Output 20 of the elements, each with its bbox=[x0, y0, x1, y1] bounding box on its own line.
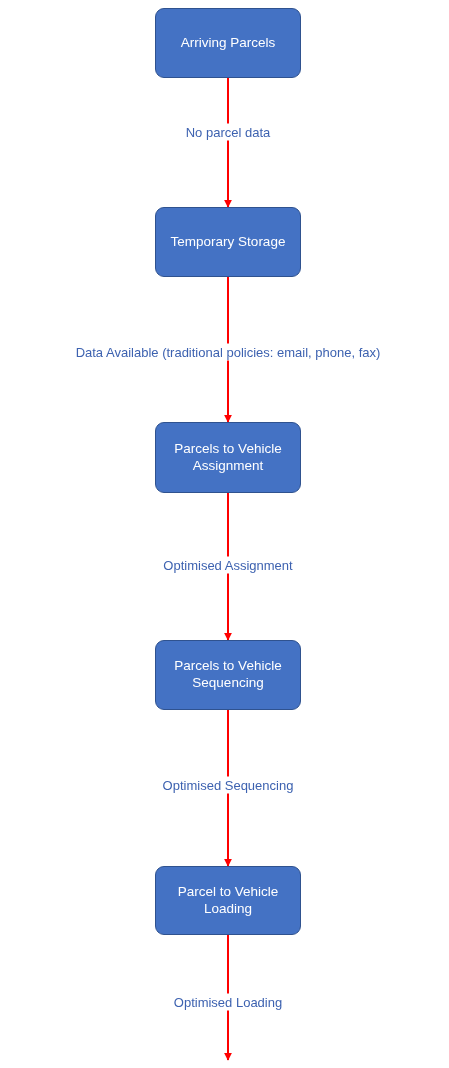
box-text: Parcels to Vehicle Assignment bbox=[173, 440, 283, 475]
box-text: Parcel to Vehicle Loading bbox=[176, 883, 280, 918]
box-text: Parcels to Vehicle Sequencing bbox=[173, 658, 283, 692]
edge-label: Optimised Sequencing bbox=[160, 776, 296, 794]
arrow bbox=[224, 709, 232, 867]
edge-label: Optimised Loading bbox=[171, 993, 285, 1011]
process-box bbox=[155, 207, 301, 277]
arrow bbox=[224, 77, 232, 208]
arrow bbox=[224, 934, 232, 1061]
edge-label: Optimised Assignment bbox=[161, 556, 295, 574]
arrow bbox=[224, 276, 232, 423]
process-box bbox=[155, 640, 301, 710]
process-box bbox=[155, 8, 301, 78]
process-box bbox=[155, 866, 301, 935]
edge-label: Data Available (traditional policies: email, phone, fax) bbox=[73, 343, 383, 361]
edge-label: No parcel data bbox=[183, 123, 273, 141]
box-text: Arriving Parcels bbox=[180, 34, 276, 52]
box-text: Temporary Storage bbox=[170, 233, 286, 251]
arrow bbox=[224, 492, 232, 641]
process-box bbox=[155, 422, 301, 493]
